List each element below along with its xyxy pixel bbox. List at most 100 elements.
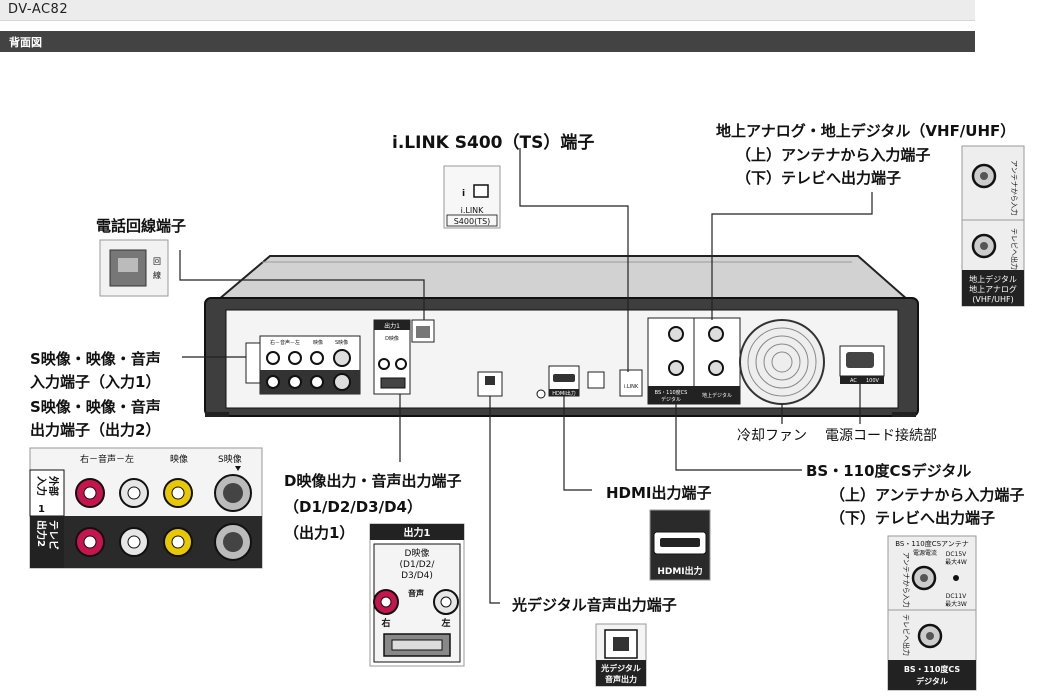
- panel-antenna-jack: [668, 326, 684, 342]
- label-dvideo-2: （D1/D2/D3/D4）: [284, 498, 422, 516]
- label-terrestrial-2: （上）アンテナから入力端子: [736, 146, 930, 164]
- panel-antenna-block: BS・110度CS デジタル 地上デジタル: [647, 317, 741, 405]
- label-bs-3: （下）テレビへ出力端子: [830, 509, 995, 527]
- inset-d-title: 出力1: [404, 526, 431, 539]
- inset-bs-dc1: DC15V: [946, 551, 967, 558]
- panel-hdmi-label: HDMI出力: [552, 390, 575, 397]
- panel-small-connectors: HDMI出力 i.LINK: [477, 365, 643, 399]
- inset-terr-cap1: 地上デジタル: [969, 274, 1017, 284]
- panel-antenna-jack: [708, 326, 724, 342]
- panel-av-block: 右－音声－左 映像 S映像: [245, 335, 361, 395]
- label-terrestrial-3: （下）テレビへ出力端子: [736, 169, 901, 187]
- label-power-cord: 電源コード接続部: [825, 427, 937, 444]
- inset-ilink-line2: S400(TS): [454, 217, 491, 226]
- panel-jack: [395, 358, 407, 370]
- leader-terrestrial: [711, 192, 873, 320]
- label-dvideo-1: D映像出力・音声出力端子: [284, 472, 461, 490]
- label-cooling-fan: 冷却ファン: [737, 428, 807, 444]
- inset-phone: 回 線: [99, 239, 169, 297]
- panel-d-connector: [380, 377, 406, 389]
- leader-phone: [179, 250, 425, 320]
- inset-bs-cap1: BS・110度CS: [904, 664, 961, 674]
- label-hdmi: HDMI出力端子: [606, 484, 712, 502]
- panel-jack: [288, 375, 302, 389]
- inset-ilink-line1: i.LINK: [461, 206, 485, 215]
- inset-d-output: 出力1 D映像 (D1/D2/ D3/D4) 音声 右 左: [369, 523, 465, 667]
- inset-d-right: 右: [380, 617, 390, 629]
- inset-optical-line1: 光デジタル: [600, 663, 641, 673]
- inset-bs-dc2b: 最大3W: [945, 600, 967, 608]
- label-terrestrial-1: 地上アナログ・地上デジタル（VHF/UHF）: [716, 122, 1015, 140]
- label-svideo-out-2: 出力端子（出力2）: [30, 421, 160, 439]
- inset-av-row2-2: 出力2: [35, 520, 48, 547]
- label-svideo-in-2: 入力端子（入力1）: [30, 373, 160, 391]
- label-ilink: i.LINK S400（TS）端子: [392, 132, 594, 153]
- inset-hdmi-label: HDMI出力: [657, 565, 702, 577]
- svg-text:i: i: [462, 189, 465, 199]
- panel-svideo-label: S映像: [335, 339, 348, 346]
- panel-misc-port: [587, 371, 605, 389]
- panel-lr-label: 右－音声－左: [270, 339, 300, 346]
- panel-bs-label: BS・110度CS: [655, 389, 688, 396]
- panel-video-label: 映像: [313, 339, 323, 346]
- inset-terr-cap3: (VHF/UHF): [972, 295, 1014, 304]
- inset-terr-cap2: 地上アナログ: [969, 284, 1017, 294]
- inset-bs-dc1b: 最大4W: [945, 558, 967, 566]
- inset-bs-out: テレビへ出力: [902, 614, 911, 656]
- inset-bs-in: アンテナから入力: [902, 552, 911, 608]
- panel-jack: [310, 375, 324, 389]
- label-optical: 光デジタル音声出力端子: [511, 596, 677, 614]
- leader-hdmi: [563, 396, 592, 491]
- power-inlet: AC 100V: [839, 345, 885, 384]
- inset-av-row1-3: 1: [38, 504, 45, 515]
- inset-d-left: 左: [440, 617, 450, 629]
- inset-terr-out: テレビへ出力: [1010, 228, 1019, 270]
- leader-ilink: [519, 148, 629, 372]
- inset-terrestrial: アンテナから入力 テレビへ出力 地上デジタル 地上アナログ (VHF/UHF): [961, 145, 1025, 307]
- inset-av-col3: S映像: [218, 453, 242, 465]
- section-bar: 背面図: [0, 31, 975, 52]
- panel-antenna-jack: [668, 360, 684, 376]
- inset-av-col2: 映像: [170, 453, 188, 465]
- panel-jack: [310, 351, 324, 365]
- panel-d-block: 出力1 D映像: [373, 319, 435, 395]
- panel-ilink-label: i.LINK: [624, 384, 639, 390]
- panel-jack: [378, 358, 390, 370]
- leader-optical: [489, 396, 500, 604]
- inset-ilink: i i.LINK S400(TS): [443, 165, 501, 229]
- inset-av-row1-1: 外部: [47, 475, 60, 496]
- inset-bs: BS・110度CSアンテナ 電源電流 DC15V 最大4W DC11V 最大3W…: [887, 535, 977, 691]
- inset-optical-line2: 音声出力: [605, 674, 637, 684]
- panel-100v-label: 100V: [866, 378, 880, 384]
- model-bar: DV-AC82: [0, 0, 975, 21]
- panel-terr-label: 地上デジタル: [702, 392, 732, 399]
- inset-d-audio: 音声: [408, 588, 424, 598]
- label-svideo-out-1: S映像・映像・音声: [30, 398, 161, 416]
- panel-jack: [266, 375, 280, 389]
- label-bs-2: （上）アンテナから入力端子: [830, 486, 1024, 504]
- inset-d-line1: D映像: [405, 547, 430, 559]
- ilink-port-icon: [473, 184, 489, 198]
- inset-optical: 光デジタル 音声出力: [595, 623, 647, 687]
- leader-lines: [179, 148, 873, 604]
- inset-d-line3: D3/D4): [401, 571, 433, 581]
- panel-bs-label2: デジタル: [661, 396, 681, 403]
- inset-bs-dc2: DC11V: [946, 593, 967, 600]
- inset-bs-power: 電源電流: [913, 549, 937, 557]
- panel-dvideo-label: D映像: [385, 335, 399, 342]
- label-bs-1: BS・110度CSデジタル: [806, 462, 971, 480]
- panel-jack: [288, 351, 302, 365]
- panel-antenna-jack: [708, 360, 724, 376]
- panel-svideo-jack: [333, 373, 351, 391]
- label-phone: 電話回線端子: [96, 217, 186, 235]
- inset-hdmi: HDMI出力: [649, 509, 711, 581]
- cooling-fan-grille: [739, 319, 825, 405]
- label-dvideo-3: （出力1）: [284, 524, 354, 542]
- inset-av-row1-2: 入力: [35, 476, 48, 496]
- inset-phone-mark2: 線: [153, 270, 161, 280]
- optical-port-icon: [604, 629, 638, 659]
- inset-av: 右－音声－左 映像 S映像 外部 入力 1 テレビ 出力2: [29, 447, 263, 569]
- inset-av-col1: 右－音声－左: [80, 453, 134, 465]
- inset-d-line2: (D1/D2/: [400, 560, 436, 570]
